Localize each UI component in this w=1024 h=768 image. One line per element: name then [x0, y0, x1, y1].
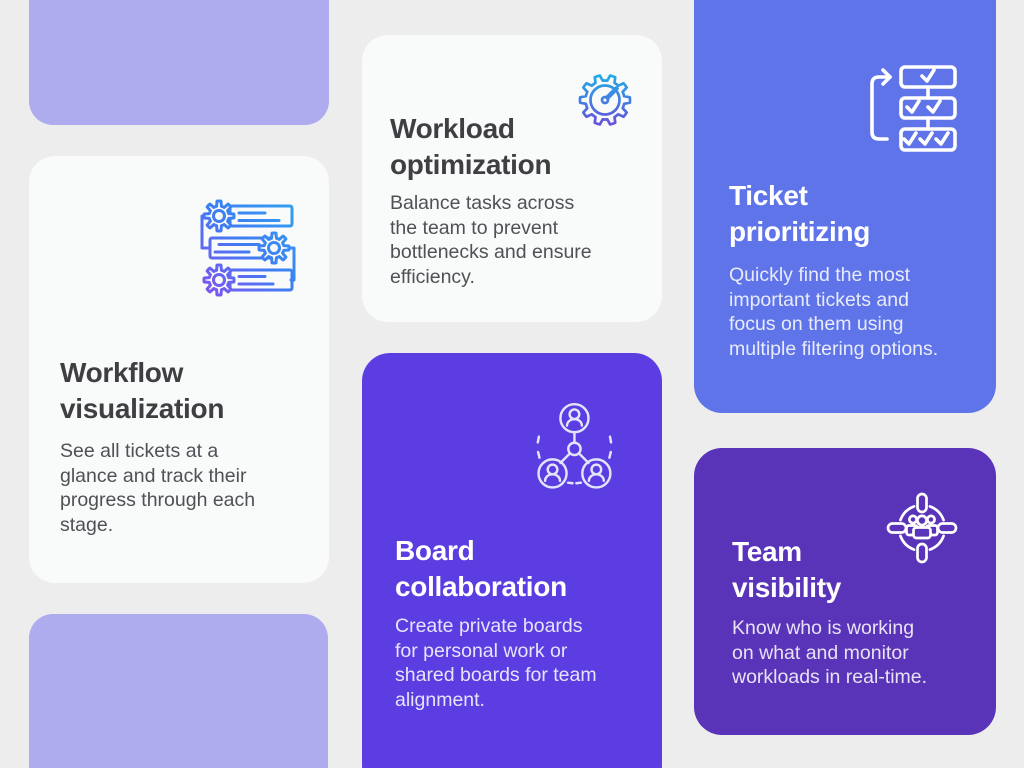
- card-body: Know who is working on what and monitor …: [732, 617, 928, 688]
- card-workload-optimization: Workload optimization Balance tasks acro…: [362, 35, 662, 322]
- card-body: See all tickets at a glance and track th…: [60, 440, 256, 536]
- people-target-icon: [886, 492, 958, 564]
- card-team-visibility: Team visibility Know who is working on w…: [694, 448, 996, 735]
- gear-gauge-icon: [578, 74, 632, 126]
- card-body: Quickly find the most important tickets …: [729, 264, 939, 360]
- decor-block-top-left: [29, 0, 329, 125]
- card-body: Create private boards for personal work …: [395, 615, 597, 711]
- card-body: Balance tasks across the team to prevent…: [390, 192, 592, 288]
- card-title: Team visibility: [732, 536, 842, 603]
- card-title: Workload optimization: [390, 113, 552, 180]
- card-title: Board collaboration: [395, 535, 567, 602]
- card-ticket-prioritizing: Ticket prioritizing Quickly find the mos…: [694, 0, 996, 413]
- people-network-icon: [536, 402, 613, 489]
- tickets-gears-icon: [200, 199, 296, 297]
- card-board-collaboration: Board collaboration Create private board…: [362, 353, 662, 768]
- card-title: Workflow visualization: [60, 357, 225, 424]
- checklist-flow-icon: [870, 65, 957, 152]
- decor-block-bottom-left: [29, 614, 328, 768]
- card-workflow-visualization: Workflow visualization See all tickets a…: [29, 156, 329, 583]
- card-title: Ticket prioritizing: [729, 180, 871, 247]
